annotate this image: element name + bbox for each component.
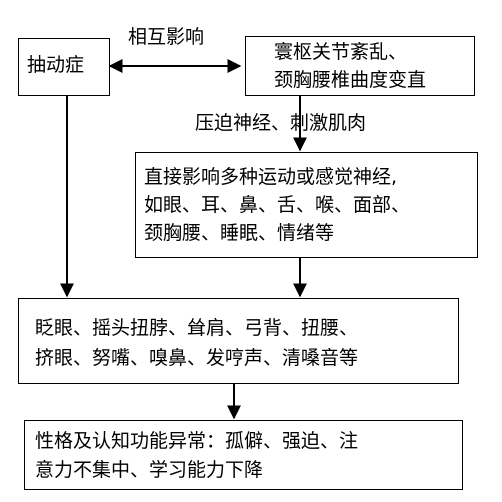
symptoms-box: 眨眼、摇头扭脖、耸肩、弓背、扭腰、 挤眼、努嘴、嗅鼻、发哼声、清嗓音等 — [18, 298, 459, 384]
joint-disorder-box: 寰枢关节紊乱、 颈胸腰椎曲度变直 — [245, 36, 475, 96]
outcome-line-1: 性格及认知功能异常：孤僻、强迫、注 — [35, 430, 359, 452]
outcome-box: 性格及认知功能异常：孤僻、强迫、注 意力不集中、学习能力下降 — [24, 420, 463, 490]
nerve-effect-box: 直接影响多种运动或感觉神经, 如眼、耳、鼻、舌、喉、面部、 颈胸腰、睡眠、情绪等 — [135, 152, 478, 258]
symptoms-line-2: 挤眼、努嘴、嗅鼻、发哼声、清嗓音等 — [35, 347, 359, 369]
outcome-line-2: 意力不集中、学习能力下降 — [35, 459, 264, 481]
mutual-influence-label: 相互影响 — [128, 26, 205, 48]
nerve-effect-line-2: 如眼、耳、鼻、舌、喉、面部、 — [144, 194, 411, 216]
compress-nerve-label: 压迫神经、刺激肌肉 — [195, 112, 367, 134]
symptoms-line-1: 眨眼、摇头扭脖、耸肩、弓背、扭腰、 — [35, 317, 359, 339]
tic-disorder-label: 抽动症 — [27, 54, 85, 76]
joint-disorder-line-1: 寰枢关节紊乱、 — [274, 41, 408, 63]
nerve-effect-line-3: 颈胸腰、睡眠、情绪等 — [144, 222, 335, 244]
joint-disorder-line-2: 颈胸腰椎曲度变直 — [274, 69, 427, 91]
tic-disorder-box: 抽动症 — [18, 38, 110, 96]
nerve-effect-line-1: 直接影响多种运动或感觉神经, — [144, 166, 398, 188]
